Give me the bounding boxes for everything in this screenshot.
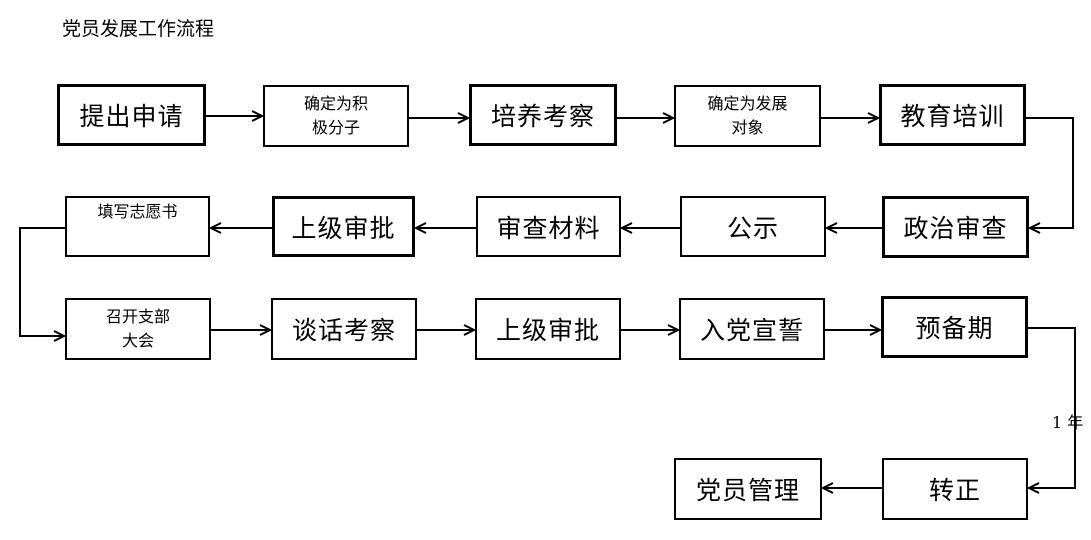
step-superior-approval-1: 上级审批 (272, 196, 415, 257)
step-superior-approval-2: 上级审批 (475, 298, 621, 360)
step-fill-application-form: 填写志愿书 (65, 196, 210, 257)
step-interview-review: 谈话考察 (271, 298, 417, 360)
step-submit-application: 提出申请 (57, 84, 206, 146)
step-branch-meeting: 召开支部 大会 (65, 298, 211, 360)
arrow-s5-s6 (1026, 117, 1074, 228)
step-cultivation-review: 培养考察 (469, 84, 617, 146)
step-probation-period: 预备期 (881, 296, 1028, 358)
step-member-management: 党员管理 (674, 458, 822, 520)
diagram-title: 党员发展工作流程 (62, 18, 215, 40)
step-full-membership: 转正 (882, 458, 1028, 520)
step-confirm-development-target: 确定为发展 对象 (674, 85, 821, 147)
step-review-materials: 审查材料 (476, 196, 621, 257)
step-political-review: 政治审查 (882, 196, 1029, 258)
step-oath: 入党宣誓 (679, 298, 825, 360)
arrow-s15-s16 (1028, 327, 1076, 488)
step-public-notice: 公示 (680, 196, 826, 257)
step-confirm-activist: 确定为积 极分子 (263, 85, 409, 147)
step-education-training: 教育培训 (879, 84, 1026, 146)
arrow-s10-s11 (19, 227, 65, 336)
